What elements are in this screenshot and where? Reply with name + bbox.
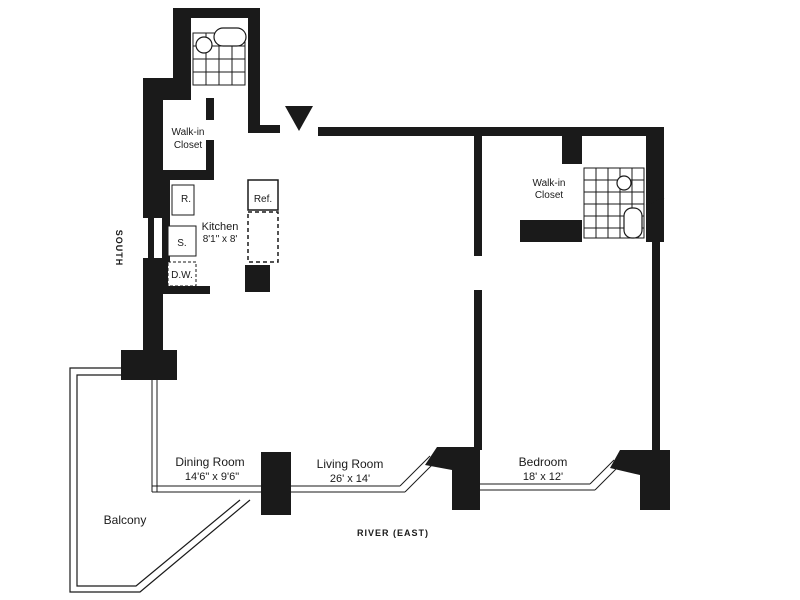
bedroom-closet-top <box>562 136 582 164</box>
north-wall <box>318 127 664 136</box>
bedroom-label: Bedroom <box>519 455 568 469</box>
entry-arrow-icon <box>285 106 313 131</box>
kitchen-counter <box>247 211 279 263</box>
kitchen-island-block <box>245 265 270 292</box>
bedroom-bath-east-wall <box>646 127 664 242</box>
column-sw <box>121 350 177 380</box>
kitchen-bottom-wall <box>162 286 210 294</box>
range-icon <box>171 184 195 216</box>
kitchen-label: Kitchen <box>202 221 239 233</box>
sink-label: S. <box>177 238 186 249</box>
bedroom-partition-upper <box>474 136 482 256</box>
dining-room-label: Dining Room <box>175 455 244 469</box>
kitchen-window-jamb <box>148 218 154 258</box>
kitchen-fixtures <box>167 179 279 287</box>
south-windows <box>151 380 621 493</box>
walkin-closet-label: Closet <box>535 190 564 201</box>
closet-partition-top <box>206 98 214 120</box>
bathroom-top-wall <box>173 8 258 18</box>
balcony-label: Balcony <box>104 513 147 527</box>
walkin-closet-label: Walk-in <box>172 127 205 138</box>
kitchen-sink-icon <box>167 225 197 257</box>
tub-icon <box>623 207 643 239</box>
range-label: R. <box>181 194 191 205</box>
bathroom-right-wall <box>248 8 260 133</box>
toilet-icon <box>195 36 213 54</box>
dining-room-dims: 14'6" x 9'6" <box>185 471 239 483</box>
walls <box>121 8 670 515</box>
bathroom-left-wall <box>173 8 191 88</box>
closet-partition-bottom <box>206 140 214 180</box>
closet-bottom-wall <box>160 170 212 180</box>
refrigerator-icon <box>247 179 279 211</box>
column-living-bedroom <box>425 447 480 510</box>
kitchen-counter-edge <box>162 180 170 290</box>
living-room-dims: 26' x 14' <box>330 473 370 485</box>
bedroom-dims: 18' x 12' <box>523 471 563 483</box>
east-wall <box>652 242 660 452</box>
west-wall-lower <box>143 258 163 353</box>
sink-icon <box>213 27 247 47</box>
dishwasher-icon <box>167 261 197 287</box>
west-wall-upper <box>143 78 163 218</box>
column-dining-living <box>261 452 291 515</box>
river-east-label: RIVER (EAST) <box>357 528 429 538</box>
bathroom-top <box>192 27 247 86</box>
dishwasher-label: D.W. <box>171 270 193 281</box>
walkin-closet-label: Walk-in <box>533 178 566 189</box>
south-label: SOUTH <box>114 230 124 267</box>
toilet-icon <box>616 175 632 191</box>
bedroom-closet-bottom <box>520 220 582 242</box>
refrigerator-label: Ref. <box>254 194 272 205</box>
balcony-outline <box>69 367 251 593</box>
bedroom-partition-lower <box>474 290 482 450</box>
bathroom-bedroom <box>583 167 665 239</box>
kitchen-dims: 8'1" x 8' <box>203 234 238 245</box>
entry-left-jamb <box>258 125 280 133</box>
walkin-closet-label: Closet <box>174 140 203 151</box>
column-se <box>610 450 670 510</box>
living-room-label: Living Room <box>317 457 384 471</box>
